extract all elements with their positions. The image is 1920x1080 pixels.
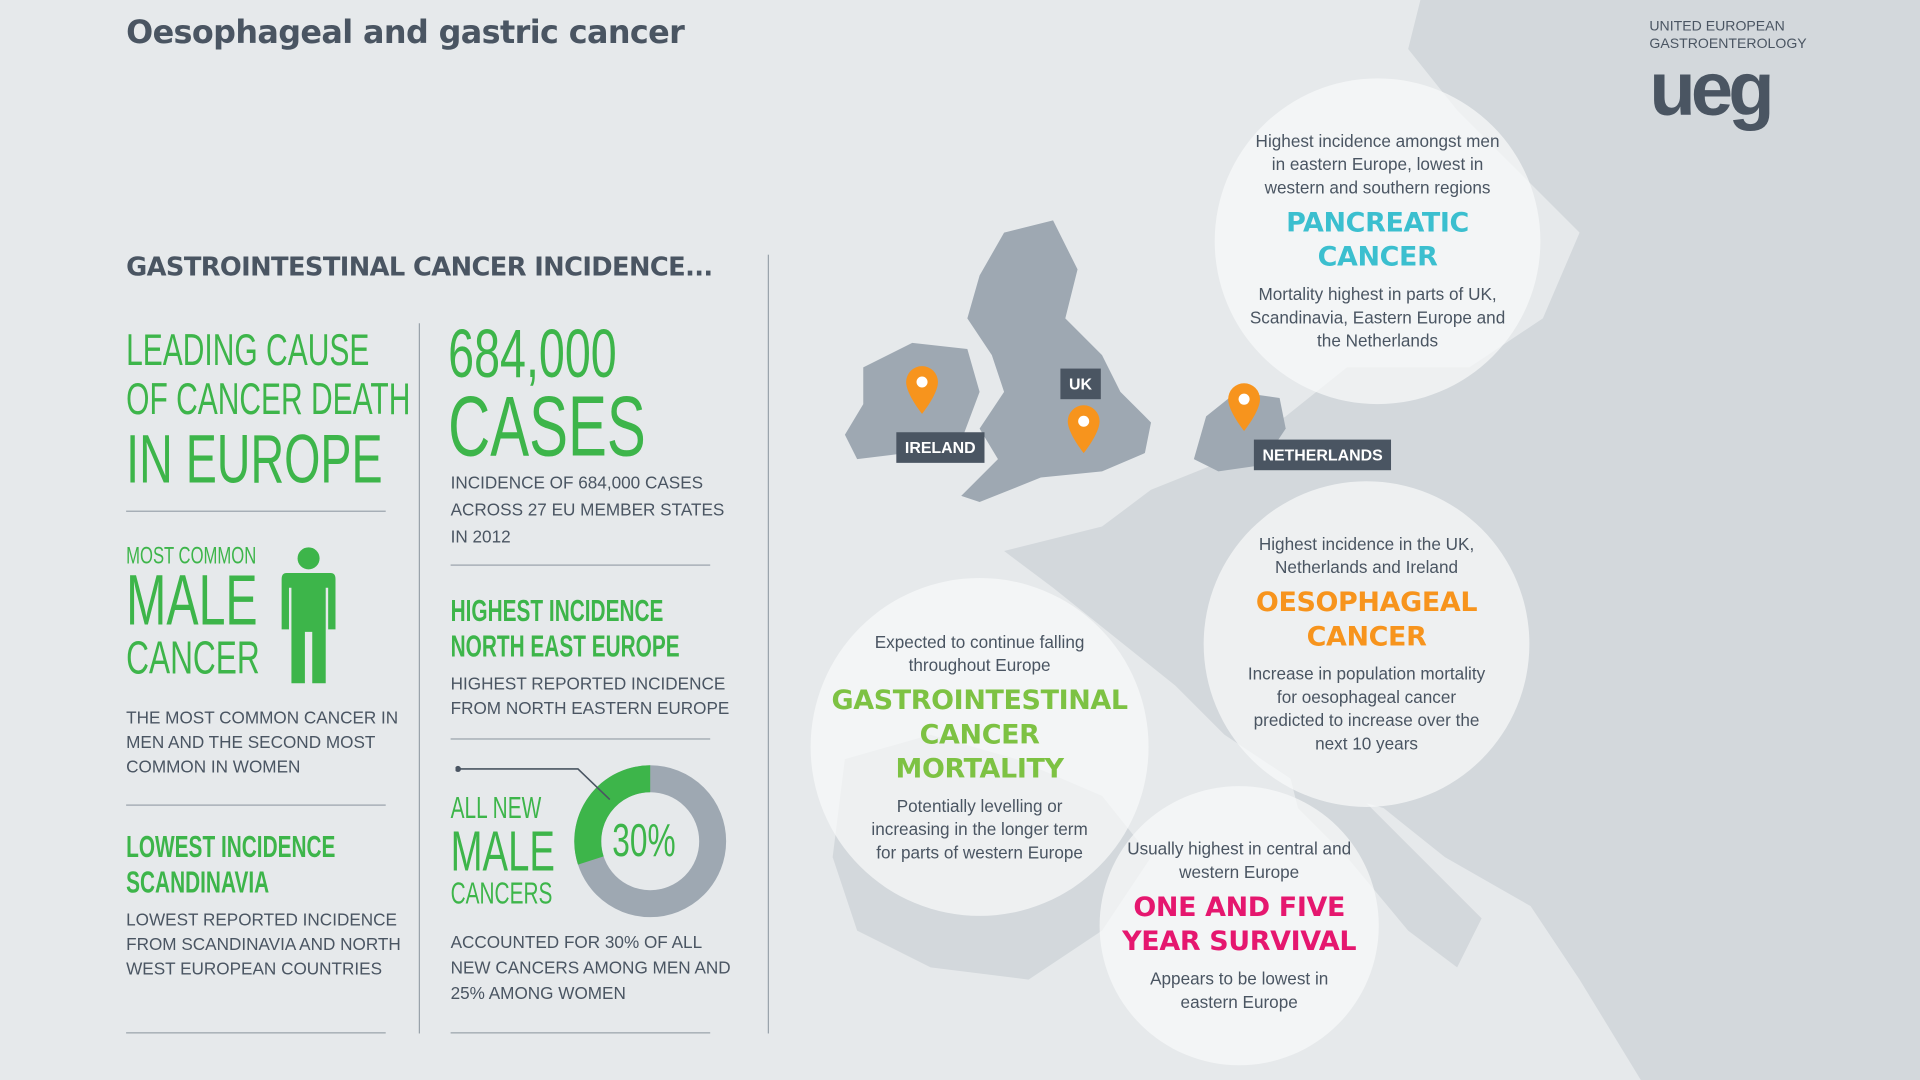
- page-title: Oesophageal and gastric cancer: [126, 14, 685, 52]
- column-divider: [418, 323, 421, 1034]
- oesophageal-title1: OESOPHAGEAL: [1255, 587, 1478, 619]
- donut-percent-label: 30%: [612, 815, 676, 867]
- leading-line1: LEADING CAUSE: [126, 324, 370, 375]
- donut-chart: [455, 765, 727, 918]
- gi-mortality-circle: Expected to continue falling throughout …: [810, 577, 1149, 916]
- donut-line3: CANCERS: [450, 876, 553, 912]
- gi-title2: CANCER: [919, 719, 1040, 751]
- label-ireland: IRELAND: [896, 432, 985, 463]
- male-line3: CANCER: [126, 633, 260, 685]
- logo-line2: GASTROENTEROLOGY: [1649, 36, 1807, 52]
- section-heading: GASTROINTESTINAL CANCER INCIDENCE...: [126, 252, 713, 282]
- survival-title2: YEAR SURVIVAL: [1122, 926, 1357, 958]
- leading-cause-block: LEADING CAUSE OF CANCER DEATH IN EUROPE: [126, 324, 544, 498]
- ueg-logo: UNITED EUROPEAN GASTROENTEROLOGY ueg: [1649, 18, 1806, 128]
- survival-circle: Usually highest in central and western E…: [1099, 786, 1379, 1066]
- pancreatic-title2: CANCER: [1317, 242, 1438, 274]
- highest-line2: NORTH EAST EUROPE: [450, 629, 680, 664]
- map-pin-icon: [1067, 405, 1100, 454]
- donut-description: ACCOUNTED FOR 30% OF ALL NEW CANCERS AMO…: [450, 931, 731, 1003]
- map-pin-icon: [1228, 383, 1261, 432]
- cases-block: 684,000 CASES: [448, 314, 739, 474]
- label-uk: UK: [1060, 368, 1101, 400]
- leading-line2: OF CANCER DEATH: [126, 373, 411, 424]
- donut-value-arc: [574, 765, 651, 865]
- donut-line1: ALL NEW: [450, 791, 542, 826]
- donut-label-block: ALL NEW MALE CANCERS: [451, 792, 604, 910]
- gi-title3: MORTALITY: [895, 753, 1065, 785]
- survival-title1: ONE AND FIVE: [1133, 892, 1346, 924]
- oesophageal-cancer-circle: Highest incidence in the UK, Netherlands…: [1203, 481, 1530, 807]
- pointer-dot: [455, 765, 462, 773]
- gi-bottom-text: Potentially levelling or increasing in t…: [871, 795, 1088, 862]
- male-cancer-block: MOST COMMON MALE CANCER: [126, 542, 322, 684]
- divider: [450, 738, 711, 740]
- section-divider: [767, 254, 769, 1034]
- divider: [126, 1032, 386, 1034]
- divider: [450, 564, 711, 566]
- gi-title1: GASTROINTESTINAL: [831, 685, 1128, 716]
- oesophageal-bottom-text: Increase in population mortality for oes…: [1247, 663, 1486, 754]
- pancreatic-top-text: Highest incidence amongst men in eastern…: [1255, 131, 1500, 198]
- highest-description: HIGHEST REPORTED INCIDENCE FROM NORTH EA…: [450, 673, 730, 718]
- pancreatic-title1: PANCREATIC: [1286, 208, 1469, 239]
- cases-word: CASES: [448, 378, 646, 474]
- survival-bottom-text: Appears to be lowest in eastern Europe: [1150, 968, 1329, 1012]
- male-description: THE MOST COMMON CANCER IN MEN AND THE SE…: [126, 707, 399, 777]
- italy-landmass: [1285, 759, 1482, 968]
- leading-line3: IN EUROPE: [126, 420, 383, 498]
- lowest-description: LOWEST REPORTED INCIDENCE FROM SCANDINAV…: [126, 909, 401, 979]
- male-line1: MOST COMMON: [126, 542, 257, 570]
- great-britain: [961, 220, 1152, 503]
- survival-top-text: Usually highest in central and western E…: [1127, 838, 1352, 882]
- ireland: [844, 342, 980, 460]
- cases-number: 684,000: [448, 314, 617, 392]
- divider: [126, 510, 386, 512]
- divider: [126, 804, 386, 806]
- lowest-line2: SCANDINAVIA: [126, 865, 270, 901]
- logo-mark: ueg: [1649, 47, 1774, 133]
- label-netherlands: NETHERLANDS: [1253, 439, 1392, 471]
- gi-top-text: Expected to continue falling throughout …: [874, 631, 1085, 675]
- map-pin-icon: [906, 366, 938, 414]
- oesophageal-title2: CANCER: [1306, 622, 1427, 653]
- pancreatic-cancer-circle: Highest incidence amongst men in eastern…: [1214, 78, 1541, 405]
- highest-line1: HIGHEST INCIDENCE: [450, 593, 664, 629]
- donut-line2: MALE: [450, 819, 555, 883]
- oesophageal-top-text: Highest incidence in the UK, Netherlands…: [1258, 533, 1475, 577]
- highest-incidence-block: HIGHEST INCIDENCE NORTH EAST EUROPE: [451, 594, 788, 665]
- donut-percent-wrap: 30%: [612, 814, 705, 868]
- male-line2: MALE: [126, 560, 258, 641]
- male-figure-icon: [281, 547, 336, 684]
- lowest-line1: LOWEST INCIDENCE: [126, 830, 336, 865]
- lowest-incidence-block: LOWEST INCIDENCE SCANDINAVIA: [126, 830, 434, 901]
- divider: [450, 1032, 711, 1034]
- pancreatic-bottom-text: Mortality highest in parts of UK, Scandi…: [1249, 284, 1506, 351]
- donut-pointer-line: [455, 768, 611, 801]
- cases-description: INCIDENCE OF 684,000 CASES ACROSS 27 EU …: [450, 472, 725, 547]
- logo-line1: UNITED EUROPEAN: [1649, 19, 1785, 35]
